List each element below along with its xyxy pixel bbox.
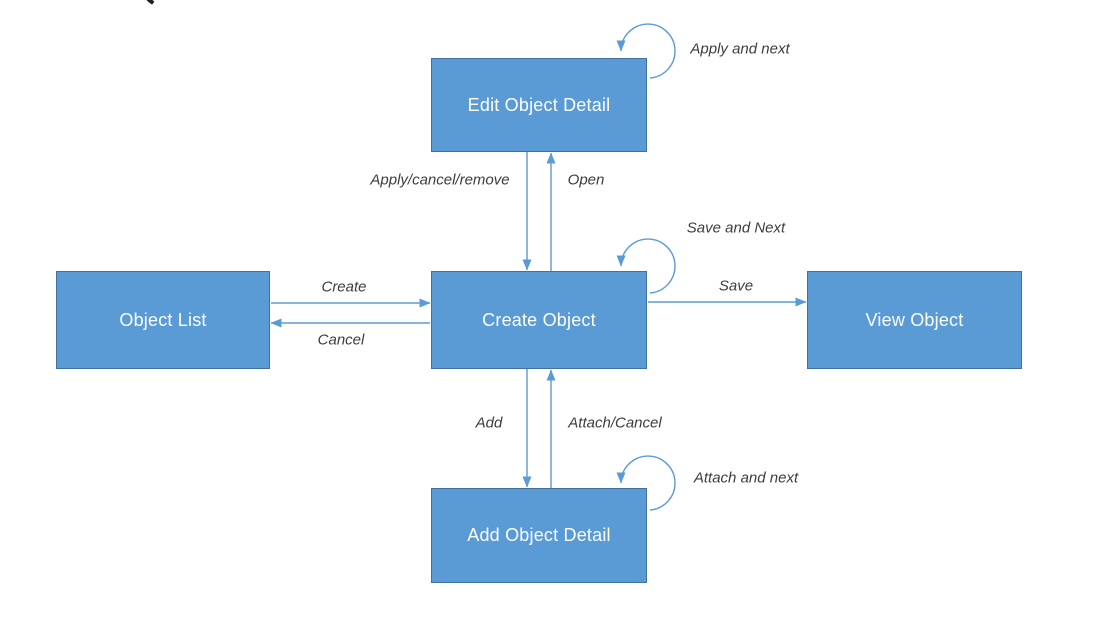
node-add-object-detail: Add Object Detail xyxy=(431,488,647,583)
edge-label-apply-and-next: Apply and next xyxy=(690,40,790,58)
edge-save-and-next-loop xyxy=(616,238,676,294)
edge-label-attach-and-next: Attach and next xyxy=(693,469,799,487)
edge-label-open: Open xyxy=(567,171,605,189)
node-view-object-label: View Object xyxy=(865,309,964,330)
edge-label-add: Add xyxy=(475,414,503,432)
node-add-object-detail-label: Add Object Detail xyxy=(467,525,611,545)
node-object-list-label: Object List xyxy=(119,309,207,330)
edge-label-attach-cancel: Attach/Cancel xyxy=(568,414,662,432)
node-edit-object-detail-label: Edit Object Detail xyxy=(467,94,611,115)
edge-apply-and-next-loop xyxy=(616,23,676,79)
edge-label-save: Save xyxy=(718,277,754,295)
node-object-list: Object List xyxy=(56,271,270,369)
edge-label-save-and-next: Save and Next xyxy=(686,219,786,237)
edge-label-cancel: Cancel xyxy=(317,331,365,349)
edge-label-create: Create xyxy=(321,278,367,296)
node-view-object: View Object xyxy=(807,271,1022,369)
edge-label-apply-cancel-remove: Apply/cancel/remove xyxy=(370,171,510,189)
node-edit-object-detail: Edit Object Detail xyxy=(431,58,647,152)
edge-attach-and-next-loop xyxy=(616,455,676,511)
node-create-object-label: Create Object xyxy=(482,309,596,330)
node-create-object: Create Object xyxy=(431,271,647,369)
